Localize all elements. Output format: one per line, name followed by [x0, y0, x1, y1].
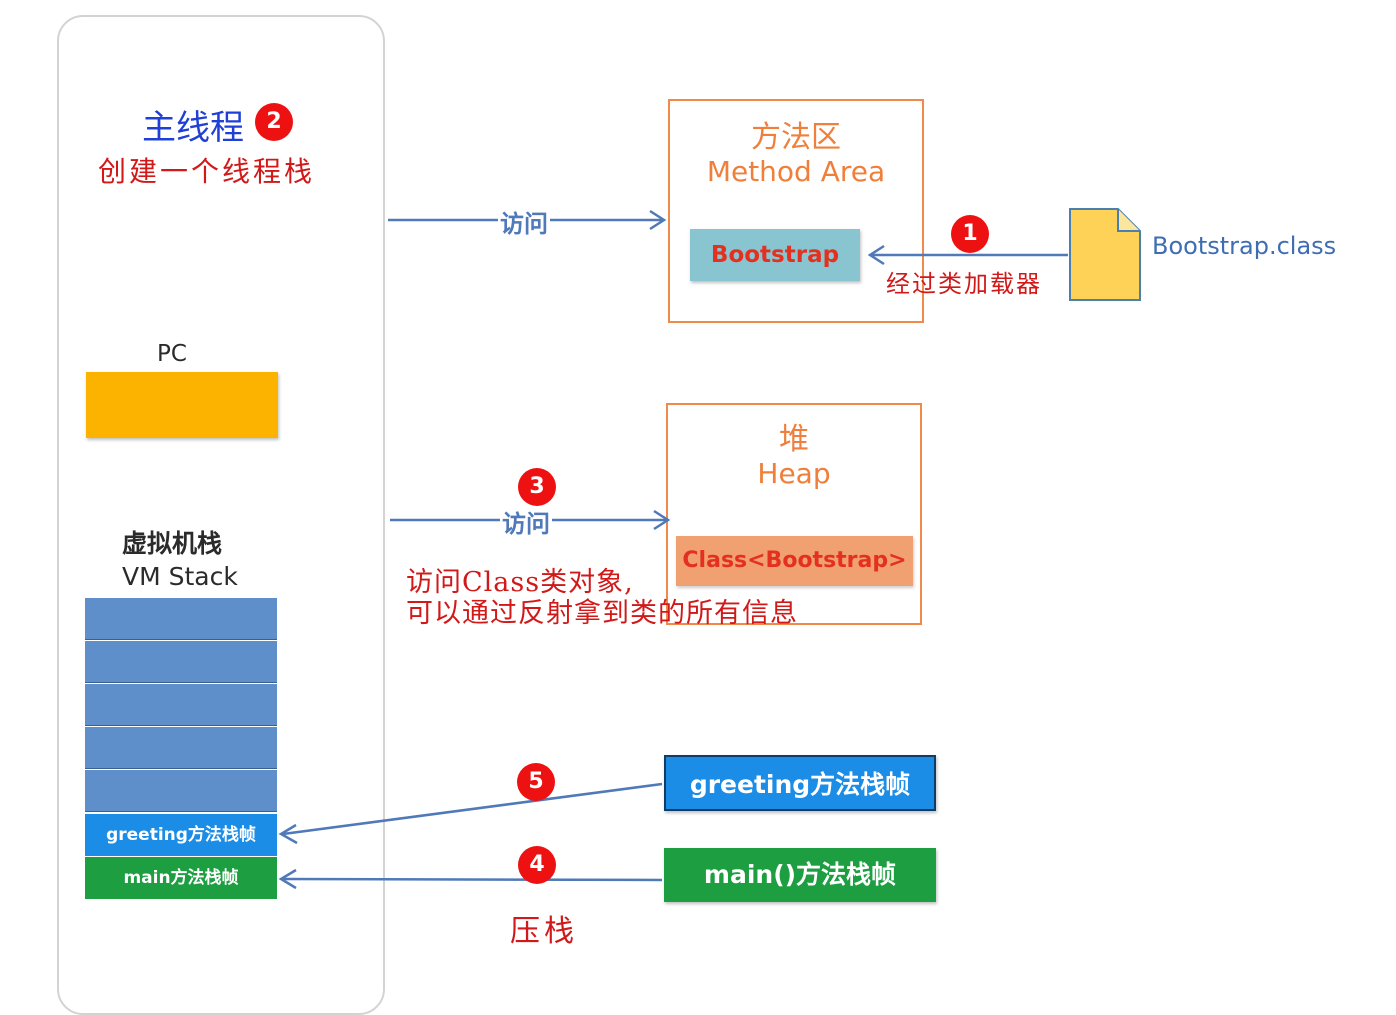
- reflection-note-line1: 访问Class类对象,: [406, 567, 634, 598]
- create-thread-stack-note: 创建一个线程栈: [98, 155, 316, 188]
- greeting-frame-box: greeting方法栈帧: [664, 755, 936, 811]
- vm-stack-empty-slot: [85, 727, 277, 769]
- class-loader-note: 经过类加载器: [886, 270, 1042, 298]
- step-2-badge: 2: [255, 103, 293, 141]
- main-thread-title: 主线程: [142, 108, 244, 148]
- vm-stack-empty-slot: [85, 641, 277, 683]
- method-area-box: [668, 99, 924, 323]
- method-area-title-en: Method Area: [706, 155, 886, 188]
- vm-stack-title: 虚拟机栈: [122, 529, 223, 558]
- greeting-push-arrow-line: [282, 782, 663, 836]
- vm-stack-main-frame: main方法栈帧: [85, 857, 277, 899]
- access-arrow-head-2: [653, 509, 671, 531]
- heap-title-en: Heap: [757, 457, 831, 490]
- heap-box: [666, 403, 922, 625]
- class-file-label: Bootstrap.class: [1152, 232, 1337, 260]
- step-1-badge: 1: [951, 215, 989, 253]
- connector-layer: [278, 208, 1141, 890]
- greeting-push-arrow-head: [278, 823, 298, 845]
- pc-label: PC: [157, 341, 187, 367]
- vm-stack-empty-slot: [85, 770, 277, 812]
- main-frame-box: main()方法栈帧: [664, 848, 936, 902]
- access-arrow-head-1: [649, 209, 667, 231]
- step-3-badge: 3: [518, 468, 556, 506]
- vm-stack-greeting-frame: greeting方法栈帧: [85, 814, 277, 856]
- main-push-arrow-head: [278, 868, 297, 890]
- step-4-badge: 4: [518, 846, 556, 884]
- file-icon-fold: [1117, 209, 1140, 232]
- access-label-2: 访问: [500, 504, 552, 539]
- vm-stack-subtitle: VM Stack: [122, 562, 238, 591]
- bootstrap-class-entry: Bootstrap: [690, 229, 860, 281]
- loader-arrow-head: [867, 244, 885, 266]
- class-object-entry: Class<Bootstrap>: [676, 536, 913, 586]
- main-push-arrow-line: [282, 877, 663, 882]
- reflection-note-line2: 可以通过反射拿到类的所有信息: [406, 598, 798, 629]
- step-5-badge: 5: [517, 763, 555, 801]
- heap-title-cn: 堆: [779, 422, 809, 457]
- access-label-1: 访问: [498, 204, 550, 239]
- vm-stack-empty-slot: [85, 598, 277, 640]
- method-area-title-cn: 方法区: [751, 120, 841, 155]
- pc-register: [86, 372, 278, 438]
- push-stack-note: 压栈: [510, 914, 578, 949]
- vm-stack-empty-slot: [85, 684, 277, 726]
